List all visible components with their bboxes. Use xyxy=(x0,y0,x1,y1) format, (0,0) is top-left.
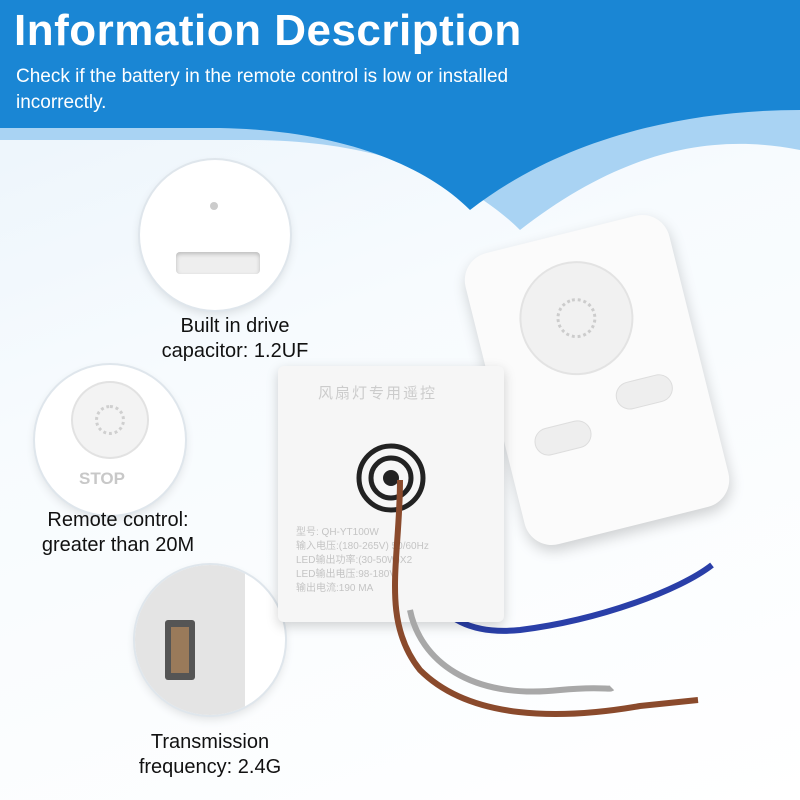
module-title: 风扇灯专用遥控 xyxy=(318,385,438,402)
module-specs: 型号: QH-YT100W 输入电压:(180-265V) 50/60Hz LE… xyxy=(296,527,429,594)
page-subtitle: Check if the battery in the remote contr… xyxy=(16,66,509,113)
module-side-image xyxy=(135,565,285,715)
receiver-module-image: 风扇灯专用遥控 型号: QH-YT100W 输入电压:(180-265V) 50… xyxy=(278,366,504,622)
feature-label-frequency: Transmission frequency: 2.4G xyxy=(138,731,282,778)
stop-label: STOP xyxy=(79,469,125,488)
feature-label-range: Remote control: greater than 20M xyxy=(41,509,195,556)
remote-buttons-image: STOP xyxy=(35,365,185,515)
battery-compartment-image xyxy=(140,160,290,310)
feature-label-capacitor: Built in drive capacitor: 1.2UF xyxy=(161,315,309,362)
page-title: Information Description xyxy=(14,6,522,55)
